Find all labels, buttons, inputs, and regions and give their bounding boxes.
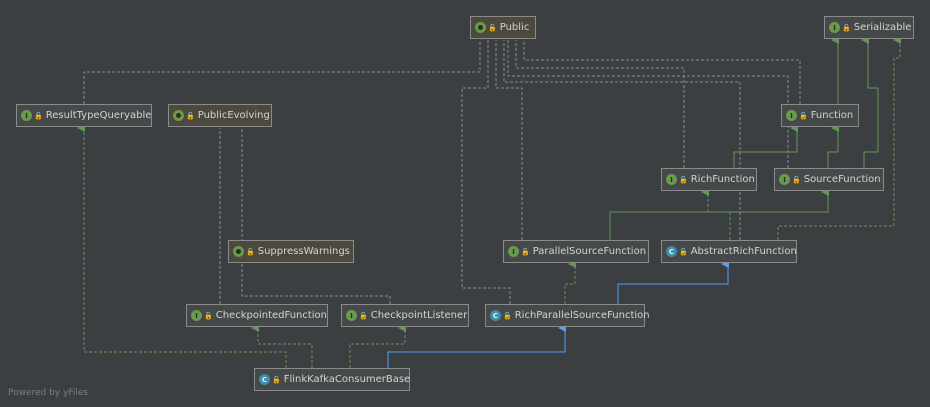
lock-icon: 🔓 [34,111,43,120]
annotation-icon [475,22,486,33]
lock-icon: 🔓 [246,247,255,256]
node-serializable[interactable]: I🔓Serializable [824,16,914,39]
interface-icon: I [508,246,519,257]
node-public[interactable]: 🔓Public [470,16,536,39]
interface-icon: I [666,174,677,185]
lock-icon: 🔓 [272,375,281,384]
lock-icon: 🔓 [799,111,808,120]
node-label: Function [810,110,854,121]
interface-icon: I [191,310,202,321]
edge-richfunction-to-function [733,124,798,168]
lock-icon: 🔓 [186,111,195,120]
annotation-icon [233,246,244,257]
node-label: FlinkKafkaConsumerBase [283,374,411,385]
powered-by-footer: Powered by yFiles [8,388,89,398]
edges-layer [77,36,901,368]
edge-richparallelsourcefunction-to-parallelsourcefunction [564,260,576,304]
edge-abstractrichfunction-to-serializable [777,36,901,240]
lock-icon: 🔓 [359,311,368,320]
edge-checkpointlistener-to-publicevolving [241,128,391,304]
node-richfunction[interactable]: I🔓RichFunction [661,168,757,191]
node-label: PublicEvolving [197,110,270,121]
edge-flinkkafkaconsumerbase-to-checkpointlistener [349,324,406,368]
lock-icon: 🔓 [488,23,497,32]
interface-icon: I [779,174,790,185]
interface-icon: I [786,110,797,121]
lock-icon: 🔓 [521,247,530,256]
node-label: AbstractRichFunction [690,246,797,257]
node-suppresswarnings[interactable]: 🔓SuppressWarnings [228,240,354,263]
abstract-class-icon: C [666,246,677,257]
edge-richparallelsourcefunction-to-abstractrichfunction [617,260,729,304]
node-label: Public [499,22,530,33]
edge-sourcefunction-to-serializable [861,36,879,168]
node-label: CheckpointListener [370,310,468,321]
edge-richfunction-to-public [515,40,685,168]
node-label: RichParallelSourceFunction [514,310,650,321]
node-label: ParallelSourceFunction [532,246,647,257]
node-checkpointedfunction[interactable]: I🔓CheckpointedFunction [186,304,328,327]
lock-icon: 🔓 [204,311,213,320]
interface-icon: I [21,110,32,121]
node-function[interactable]: I🔓Function [781,104,859,127]
abstract-class-icon: C [259,374,270,385]
lock-icon: 🔓 [792,175,801,184]
edge-abstractrichfunction-to-richfunction [701,188,731,240]
node-sourcefunction[interactable]: I🔓SourceFunction [774,168,884,191]
lock-icon: 🔓 [842,23,851,32]
node-publicevolving[interactable]: 🔓PublicEvolving [168,104,272,127]
node-label: Serializable [853,22,912,33]
annotation-icon [173,110,184,121]
node-label: CheckpointedFunction [215,310,328,321]
edge-sourcefunction-to-function [827,124,839,168]
edge-flinkkafkaconsumerbase-to-richparallelsourcefunction [387,324,566,368]
node-label: SuppressWarnings [257,246,350,257]
edge-richparallelsourcefunction-to-public [461,40,511,304]
interface-icon: I [829,22,840,33]
lock-icon: 🔓 [503,311,512,320]
node-flinkkafkaconsumerbase[interactable]: C🔓FlinkKafkaConsumerBase [254,368,410,391]
edge-abstractrichfunction-to-public [503,40,741,240]
node-abstractrichfunction[interactable]: C🔓AbstractRichFunction [661,240,797,263]
edge-flinkkafkaconsumerbase-to-checkpointedfunction [251,324,313,368]
lock-icon: 🔓 [679,247,688,256]
edge-sourcefunction-to-public [507,40,789,168]
interface-icon: I [346,310,357,321]
edge-flinkkafkaconsumerbase-to-resulttypequeryable [77,124,287,368]
node-parallelsourcefunction[interactable]: I🔓ParallelSourceFunction [503,240,649,263]
lock-icon: 🔓 [679,175,688,184]
node-resulttypequeryable[interactable]: I🔓ResultTypeQueryable [16,104,152,127]
edge-parallelsourcefunction-to-sourcefunction [609,188,829,240]
node-label: RichFunction [690,174,755,185]
node-label: ResultTypeQueryable [45,110,152,121]
node-label: SourceFunction [803,174,881,185]
edge-parallelsourcefunction-to-public [495,40,523,240]
node-checkpointlistener[interactable]: I🔓CheckpointListener [341,304,469,327]
edge-function-to-public [523,40,801,104]
edge-resulttypequeryable-to-public [83,40,481,104]
node-richparallelsourcefunction[interactable]: C🔓RichParallelSourceFunction [485,304,650,327]
abstract-class-icon: C [490,310,501,321]
